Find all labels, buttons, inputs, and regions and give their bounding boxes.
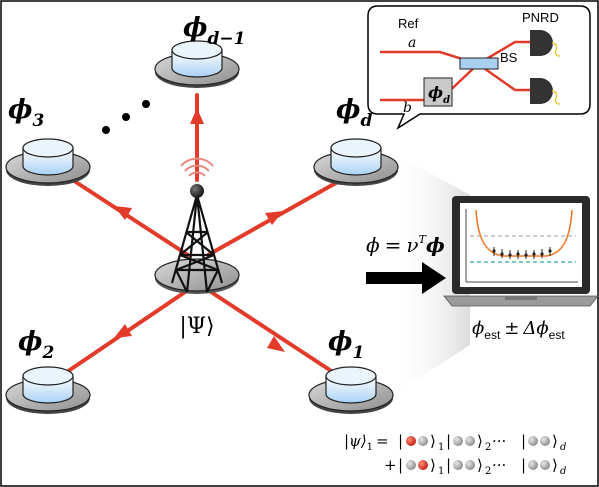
svg-text:⟩: ⟩	[552, 456, 558, 474]
tower-icon	[170, 194, 224, 293]
label-upper-left: ϕ3	[8, 95, 44, 131]
svg-text:⟩: ⟩	[477, 432, 483, 450]
laptop-icon	[443, 196, 599, 307]
svg-text:2: 2	[485, 466, 491, 477]
ket-row-1: | ⟩1 | ⟩2 ··· | ⟩d	[398, 432, 566, 453]
estimator-equation: ϕ=νTϕ	[366, 233, 445, 257]
arrowhead-top	[190, 108, 204, 124]
estimate-result: ϕest±Δϕest	[472, 318, 565, 342]
label-lower-right: ϕ1	[328, 327, 364, 363]
svg-text:d: d	[560, 466, 566, 477]
svg-text:|: |	[446, 456, 451, 474]
arrowhead-lower-right	[267, 336, 285, 352]
svg-text:⟩: ⟩	[430, 456, 436, 474]
svg-text:|ψ⟩1=: |ψ⟩1=	[344, 432, 389, 453]
beam-splitter	[459, 57, 499, 70]
svg-text:d: d	[560, 442, 566, 453]
ref-label: Ref	[398, 16, 419, 31]
port-a-label: a	[408, 35, 416, 51]
sensor-node-lower-left	[5, 366, 91, 414]
sensor-node-upper-right	[313, 138, 399, 186]
svg-text:2: 2	[485, 442, 491, 453]
svg-text:⟩: ⟩	[477, 456, 483, 474]
state-equation: |ψ⟩1= | ⟩1 | ⟩2 ··· | ⟩d + | ⟩1 | ⟩2 ···…	[344, 432, 566, 477]
beam-lower-right	[206, 288, 347, 382]
svg-text:+: +	[384, 456, 397, 474]
svg-text:|: |	[398, 456, 403, 474]
sensor-node-top	[154, 40, 240, 88]
signal-icon	[180, 157, 214, 177]
laptop-plot	[465, 209, 578, 283]
phase-shifter	[423, 77, 453, 107]
interferometer-inset: Ref PNRD BS a b ϕd	[367, 5, 591, 130]
svg-text:···: ···	[492, 432, 506, 450]
source-node	[154, 258, 240, 294]
ellipsis-dots	[102, 100, 150, 134]
svg-text:1: 1	[438, 466, 444, 477]
label-upper-right: ϕd	[336, 95, 372, 131]
label-top: ϕd−1	[183, 13, 245, 49]
detector-top-icon	[530, 30, 553, 56]
arrowhead-upper-left	[114, 206, 132, 220]
arrowhead-upper-right	[265, 211, 283, 225]
pnrd-label: PNRD	[522, 10, 559, 25]
port-b-label: b	[403, 100, 412, 116]
svg-text:|: |	[521, 432, 526, 450]
phase-label: ϕd	[428, 83, 450, 106]
arrow-right-icon	[366, 262, 446, 294]
svg-text:|: |	[446, 432, 451, 450]
svg-text:···: ···	[492, 456, 506, 474]
tower-beacon-icon	[190, 184, 204, 198]
source-state-label: |Ψ⟩	[179, 314, 214, 339]
sensor-node-lower-right	[308, 366, 394, 414]
arrowhead-lower-left	[114, 324, 132, 338]
detector-bottom-icon	[530, 78, 553, 104]
svg-text:⟩: ⟩	[430, 432, 436, 450]
svg-text:|: |	[398, 432, 403, 450]
label-lower-left: ϕ2	[18, 327, 54, 363]
svg-text:⟩: ⟩	[552, 432, 558, 450]
svg-text:|: |	[521, 456, 526, 474]
sensor-node-upper-left	[5, 138, 91, 186]
ket-row-2: + | ⟩1 | ⟩2 ··· | ⟩d	[384, 456, 566, 477]
beam-arrowheads	[114, 108, 285, 352]
bs-label: BS	[500, 50, 518, 65]
svg-text:1: 1	[438, 442, 444, 453]
